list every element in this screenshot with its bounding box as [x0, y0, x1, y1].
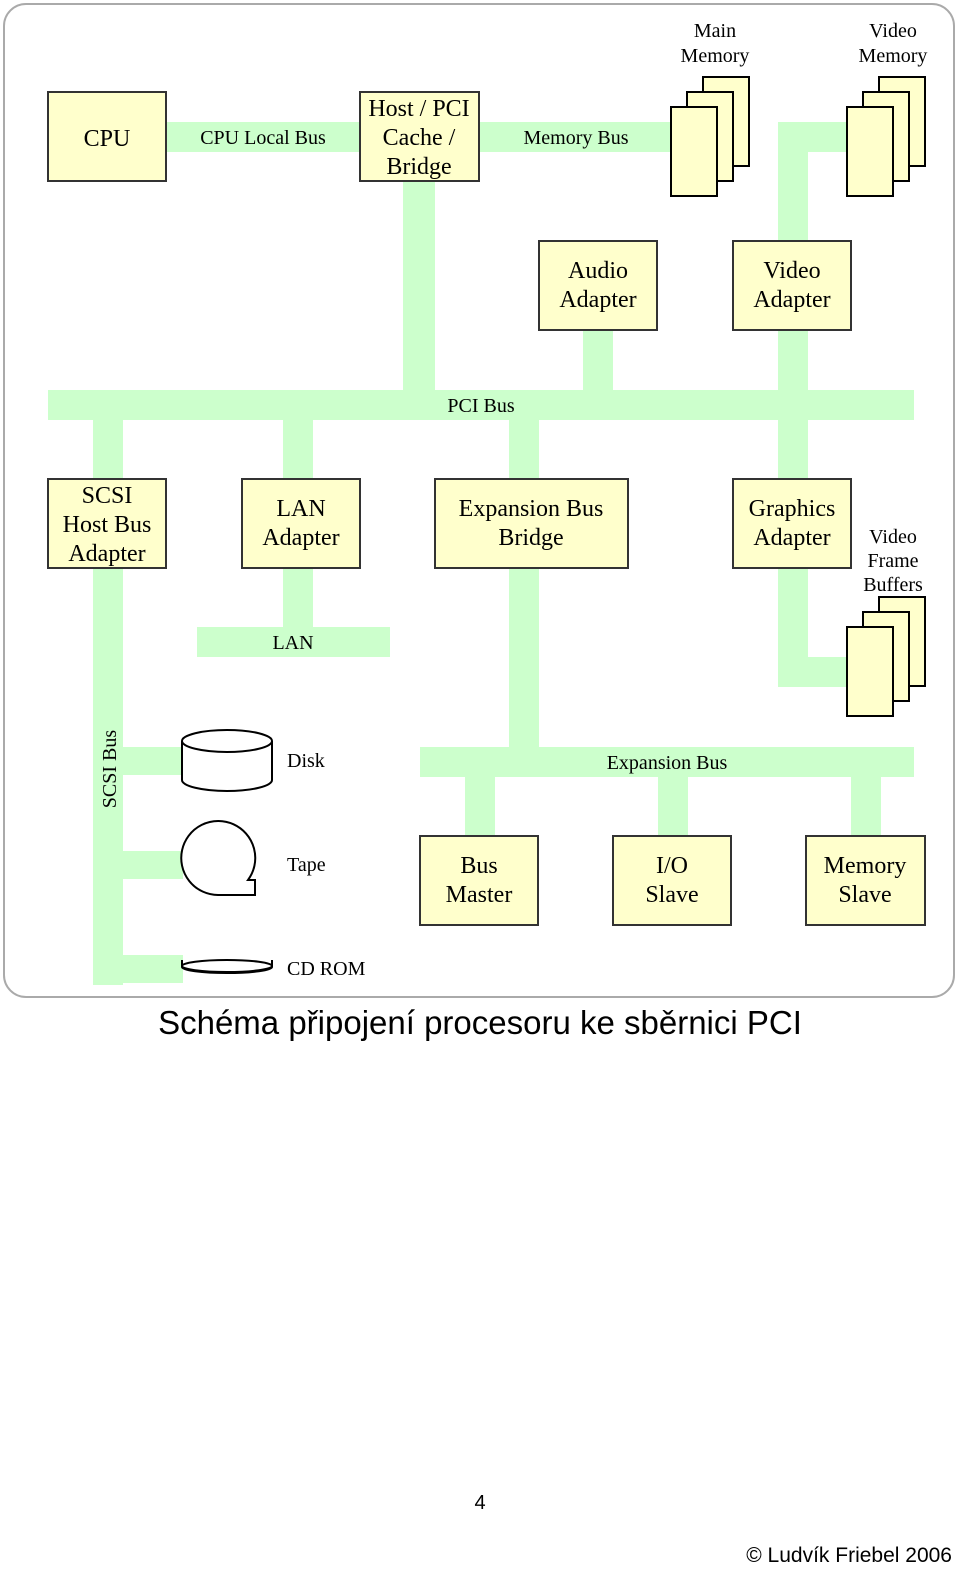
graphics-adapter-box	[732, 478, 852, 569]
video-adapter-box	[732, 240, 852, 331]
main-memory-label-1: Main	[694, 20, 736, 42]
video-label-2: Adapter	[753, 287, 830, 313]
expbus-to-ioslave	[658, 775, 688, 837]
pci-to-expbridge-line	[509, 418, 539, 480]
expansion-bus	[420, 747, 914, 777]
scsi-to-cdrom	[121, 955, 183, 983]
lan-label-1: LAN	[276, 496, 325, 522]
audio-label-1: Audio	[568, 258, 628, 284]
host-bridge-label-2: Cache /	[383, 125, 456, 151]
audio-label-2: Adapter	[559, 287, 636, 313]
scsi-label-1: SCSI	[82, 483, 133, 509]
video-memory-module-1	[846, 106, 894, 197]
pci-to-scsi-line	[93, 418, 123, 480]
scsi-adapter-box	[47, 478, 167, 569]
bus-labels: CPU Local Bus Memory Bus PCI Bus LAN Exp…	[99, 127, 727, 808]
page-number: 4	[474, 1492, 486, 1514]
audio-adapter-box	[538, 240, 658, 331]
memory-bus	[478, 122, 671, 152]
cdrom-label: CD ROM	[287, 958, 366, 980]
expansion-bridge-box	[434, 478, 629, 569]
lan-bus-label: LAN	[272, 632, 313, 654]
main-memory-label-2: Memory	[681, 45, 750, 67]
video-label-1: Video	[763, 258, 820, 284]
io-slave-box	[612, 835, 732, 926]
io-slave-label-1: I/O	[656, 853, 688, 879]
disk-icon	[181, 729, 273, 792]
pci-bus	[48, 390, 914, 420]
scsi-to-disk	[121, 747, 183, 775]
memory-bus-label: Memory Bus	[524, 127, 629, 149]
memory-slave-label-1: Memory	[824, 853, 907, 879]
expbridge-down-line	[509, 567, 539, 749]
pci-to-graphics-line	[778, 418, 808, 480]
audio-to-pci-line	[583, 330, 613, 392]
cdrom-icon	[181, 959, 273, 974]
cpu-local-bus-label: CPU Local Bus	[200, 127, 326, 149]
bus-lines	[48, 122, 914, 985]
scsi-label-2: Host Bus	[63, 512, 152, 538]
frame-buffer-labels: Video Frame Buffers	[863, 526, 923, 596]
expbus-to-busmaster	[465, 775, 495, 837]
cpu-local-bus	[166, 122, 362, 152]
host-bridge-box	[359, 91, 480, 182]
bus-master-box	[419, 835, 539, 926]
video-memory-label-1: Video	[869, 20, 917, 42]
pci-bus-diagram: Main Memory Video Memory CPU Host / PCI …	[3, 3, 955, 998]
tape-label: Tape	[287, 854, 326, 876]
bridge-to-pci-line	[403, 180, 435, 392]
scsi-label-3: Adapter	[68, 541, 145, 567]
copyright-notice: © Ludvík Friebel 2006	[746, 1544, 952, 1567]
cpu-box	[47, 91, 167, 182]
graphics-to-framebuffer	[778, 657, 848, 687]
frame-buffer-module-1	[846, 626, 894, 717]
disk-label: Disk	[287, 750, 325, 772]
video-to-vmem-horizontal	[778, 122, 848, 152]
scsi-bus-label: SCSI Bus	[99, 730, 121, 809]
pci-bus-label: PCI Bus	[447, 395, 514, 417]
diagram-caption: Schéma připojení procesoru ke sběrnici P…	[158, 1004, 802, 1041]
frame-buffer-label-2: Frame	[867, 550, 918, 572]
video-memory-stack	[846, 76, 926, 197]
io-slave-label-2: Slave	[645, 882, 698, 908]
lan-adapter-box	[241, 478, 361, 569]
memory-slave-box	[805, 835, 926, 926]
memory-slave-label-2: Slave	[838, 882, 891, 908]
pci-to-lan-line	[283, 418, 313, 480]
scsi-to-tape	[121, 851, 183, 879]
main-memory-stack	[670, 76, 750, 197]
video-memory-label-2: Memory	[859, 45, 928, 67]
frame-buffer-label-3: Buffers	[863, 574, 923, 596]
host-bridge-label-1: Host / PCI	[368, 96, 469, 122]
video-to-pci-line	[778, 330, 808, 392]
top-labels: Main Memory Video Memory	[681, 20, 928, 67]
lan-label-2: Adapter	[262, 525, 339, 551]
exp-bridge-label-1: Expansion Bus	[459, 496, 604, 522]
host-bridge-label-3: Bridge	[386, 154, 451, 180]
tape-icon	[180, 820, 257, 896]
frame-buffer-stack	[846, 596, 926, 717]
frame-buffer-label-1: Video	[869, 526, 917, 548]
exp-bridge-label-2: Bridge	[498, 525, 563, 551]
main-memory-module-1	[670, 106, 718, 197]
expansion-bus-label: Expansion Bus	[607, 752, 728, 774]
scsi-bus	[93, 567, 123, 985]
box-labels: CPU Host / PCI Cache / Bridge Audio Adap…	[63, 96, 907, 908]
component-boxes	[47, 91, 926, 926]
expbus-to-memslave	[851, 775, 881, 837]
graphics-label-2: Adapter	[753, 525, 830, 551]
graphics-label-1: Graphics	[749, 496, 836, 522]
device-labels: Disk Tape CD ROM	[287, 750, 366, 980]
lan-bus	[197, 627, 390, 657]
bus-master-label-1: Bus	[460, 853, 497, 879]
lan-adapter-down-line	[283, 567, 313, 629]
cpu-label: CPU	[84, 126, 131, 152]
bus-master-label-2: Master	[446, 882, 513, 908]
